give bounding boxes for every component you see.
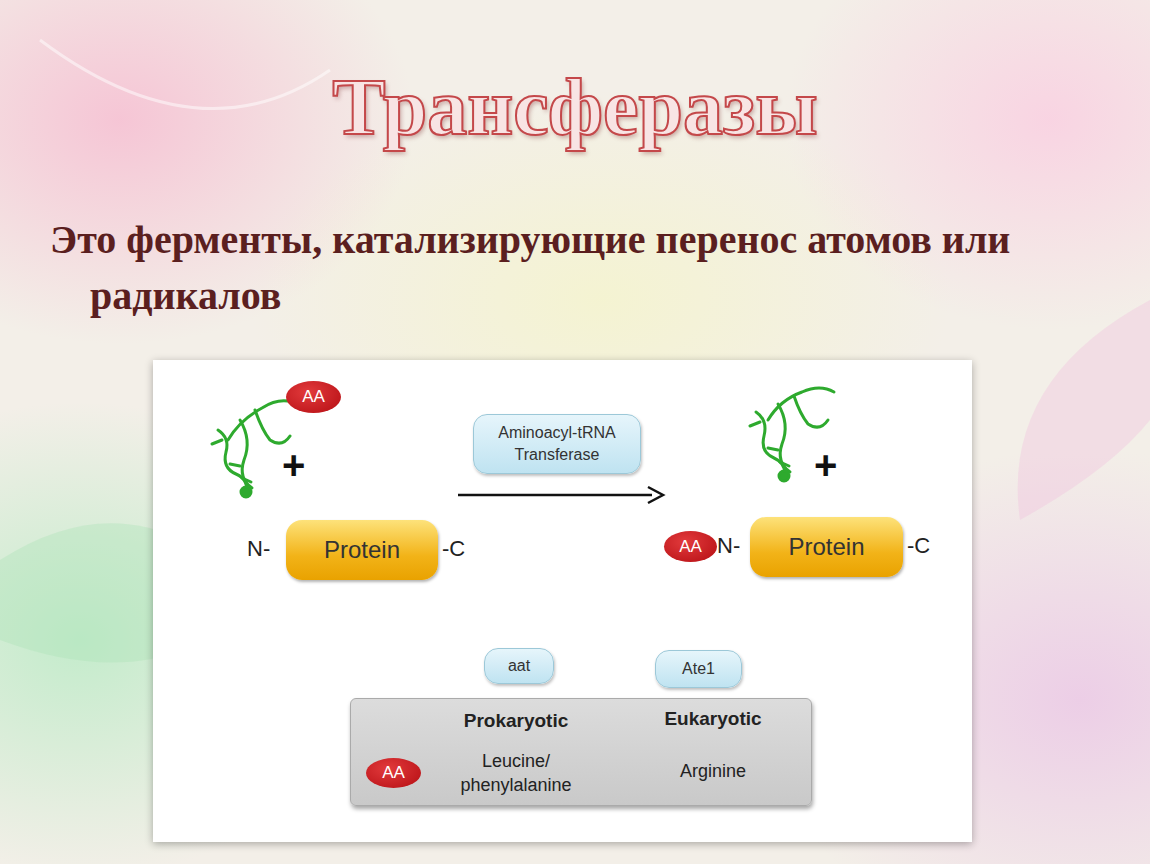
plus-sign: +: [814, 443, 837, 488]
amino-acid-ellipse: AA: [366, 758, 421, 788]
table-cell: Leucine/ phenylalanine: [431, 749, 601, 797]
gene-box: Ate1: [655, 650, 742, 688]
node-text: Protein: [324, 536, 400, 564]
gene-box: aat: [484, 648, 554, 684]
trna-icon: [212, 401, 292, 497]
arrow-head: [648, 487, 663, 503]
node-text: Protein: [788, 533, 864, 561]
terminal-label: -C: [442, 536, 465, 562]
amino-acid-ellipse: AA: [664, 531, 717, 562]
subtitle-text: Это ферменты, катализирующие перенос ато…: [50, 212, 1120, 324]
protein-box: Protein: [750, 517, 903, 577]
protein-box: Protein: [286, 520, 438, 580]
node-text: Aminoacyl-tRNA Transferase: [492, 422, 622, 466]
node-text: AA: [679, 537, 702, 557]
node-text: aat: [508, 655, 530, 677]
enzyme-box: Aminoacyl-tRNA Transferase: [473, 414, 641, 474]
table-panel: Prokaryotic EukaryoticLeucine/ phenylalan…: [350, 698, 812, 806]
node-text: AA: [302, 387, 325, 407]
column-header: Eukaryotic: [623, 707, 803, 731]
terminal-label: N-: [717, 533, 740, 559]
reaction-arrow: [458, 494, 652, 497]
column-header: Prokaryotic: [416, 709, 616, 733]
terminal-label: N-: [247, 536, 270, 562]
table-cell: Arginine: [628, 759, 798, 783]
node-text: AA: [382, 763, 405, 783]
amino-acid-ellipse: AA: [286, 381, 341, 413]
terminal-label: -C: [907, 533, 930, 559]
plus-sign: +: [282, 443, 305, 488]
slide-title: Трансферазы: [0, 62, 1150, 153]
node-text: Ate1: [682, 658, 715, 680]
